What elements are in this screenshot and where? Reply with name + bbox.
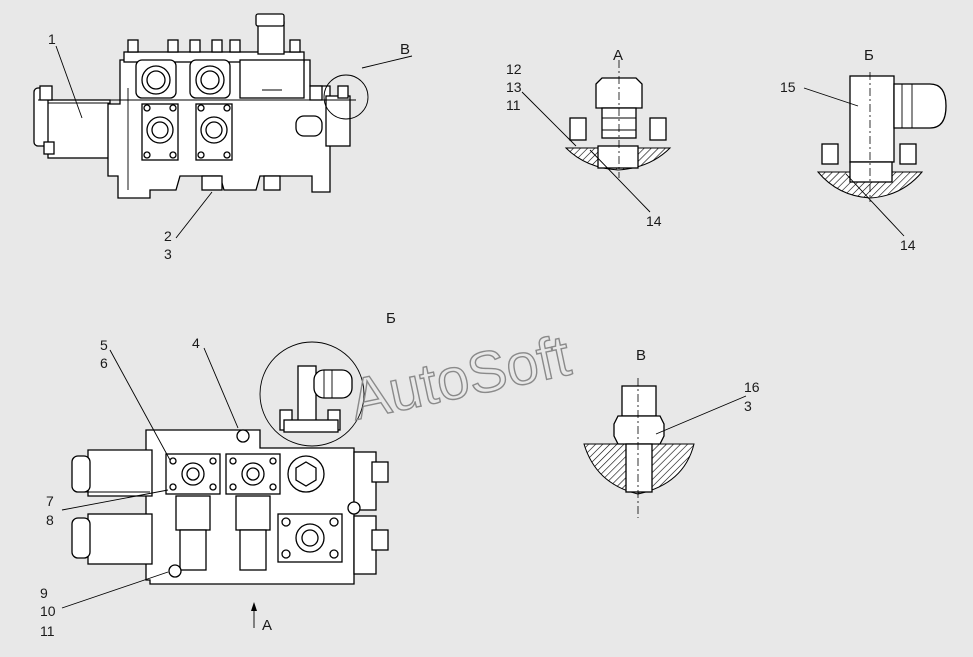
callout-10: 10 xyxy=(40,603,56,619)
leader-lines xyxy=(55,45,905,628)
view-v-section xyxy=(583,378,695,518)
callout-1: 1 xyxy=(48,31,56,47)
callout-7: 7 xyxy=(46,493,54,509)
callout-3-top: 3 xyxy=(164,246,172,262)
view-b-section xyxy=(816,72,947,202)
callout-11-top: 11 xyxy=(506,97,521,113)
callout-6: 6 xyxy=(100,355,108,371)
callout-2: 2 xyxy=(164,228,172,244)
bottom-front-view xyxy=(71,341,389,585)
callout-14-b: 14 xyxy=(900,237,916,253)
view-title-b-bottom: Б xyxy=(386,310,396,327)
callout-13: 13 xyxy=(506,79,522,95)
callout-5: 5 xyxy=(100,337,108,353)
view-title-v-top: В xyxy=(400,41,410,58)
callout-8: 8 xyxy=(46,512,54,528)
view-title-v-bottom: В xyxy=(636,347,646,364)
callout-16: 16 xyxy=(744,379,760,395)
callout-14-a: 14 xyxy=(646,213,662,229)
watermark-text: AutoSoft xyxy=(345,323,576,433)
callout-9: 9 xyxy=(40,585,48,601)
view-a-section xyxy=(564,60,672,178)
callout-3-bottom: 3 xyxy=(744,398,752,414)
callout-12: 12 xyxy=(506,61,522,77)
view-title-a-top: А xyxy=(613,47,623,64)
callout-15: 15 xyxy=(780,79,796,95)
top-side-view xyxy=(33,13,369,199)
view-title-b-top: Б xyxy=(864,47,874,64)
view-title-a-bottom: А xyxy=(262,617,272,634)
callout-11-bottom: 11 xyxy=(40,623,55,639)
callout-4: 4 xyxy=(192,335,200,351)
